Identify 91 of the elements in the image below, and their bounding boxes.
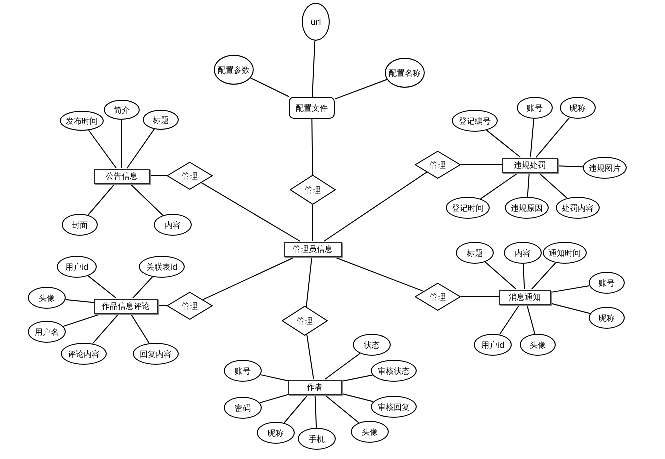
connector-line xyxy=(484,262,517,290)
connector-line xyxy=(88,130,118,169)
attribute-ellipse: 内容 xyxy=(504,242,542,264)
attribute-ellipse: 昵称 xyxy=(257,422,295,444)
connector-line xyxy=(324,394,360,424)
connector-line xyxy=(460,296,500,298)
attribute-ellipse: 封面 xyxy=(62,214,98,236)
connector-line xyxy=(523,264,526,290)
attribute-ellipse: 密码 xyxy=(224,397,262,419)
attribute-ellipse: 头像 xyxy=(520,334,556,356)
connector-line xyxy=(88,183,116,216)
attribute-ellipse: 昵称 xyxy=(560,97,596,119)
connector-line xyxy=(342,374,374,382)
attribute-ellipse: 发布时间 xyxy=(60,111,104,131)
attribute-ellipse: 用户名 xyxy=(28,321,66,343)
relationship-diamond: 管理 xyxy=(415,151,461,179)
connector-line xyxy=(306,334,314,380)
relationship-diamond: 管理 xyxy=(282,306,328,336)
connector-line xyxy=(538,172,568,199)
attribute-ellipse: 用户id xyxy=(57,256,97,278)
connector-line xyxy=(259,394,290,404)
entity-box: 违规处罚 xyxy=(502,158,558,172)
connector-line xyxy=(324,353,361,380)
entity-box: 消息通知 xyxy=(499,290,551,304)
entity-box: 作者 xyxy=(288,380,342,394)
connector-line xyxy=(526,304,536,335)
connector-line xyxy=(129,183,164,216)
attribute-ellipse: 简介 xyxy=(104,100,140,120)
attribute-ellipse: 状态 xyxy=(353,334,391,356)
attribute-ellipse: 通知时间 xyxy=(543,242,587,264)
connector-line xyxy=(486,130,522,158)
attribute-ellipse: 关联表id xyxy=(139,256,185,278)
connector-line xyxy=(132,276,154,299)
connector-line xyxy=(342,393,374,402)
attribute-ellipse: url xyxy=(302,3,330,41)
attribute-ellipse: 处罚内容 xyxy=(556,197,600,219)
connector-line xyxy=(530,118,535,158)
attribute-ellipse: 登记编号 xyxy=(452,110,498,132)
attribute-ellipse: 内容 xyxy=(154,214,192,236)
relationship-diamond: 管理 xyxy=(167,162,213,190)
entity-box: 管理员信息 xyxy=(284,242,342,256)
entity-box: 公告信息 xyxy=(94,168,150,184)
connector-line xyxy=(531,262,556,290)
connector-line xyxy=(92,313,120,344)
attribute-ellipse: 违规图片 xyxy=(583,157,627,179)
connector-line xyxy=(536,117,570,158)
connector-line xyxy=(65,299,94,304)
connector-line xyxy=(499,304,520,336)
connector-line xyxy=(260,374,288,382)
relationship-diamond: 管理 xyxy=(167,292,213,320)
attribute-ellipse: 标题 xyxy=(143,110,179,130)
connector-line xyxy=(130,313,150,344)
attribute-ellipse: 标题 xyxy=(456,242,494,264)
attribute-ellipse: 审核状态 xyxy=(371,360,417,382)
entity-box: 作品信息评论 xyxy=(94,298,158,314)
connector-line xyxy=(312,118,314,176)
connector-line xyxy=(558,166,584,168)
entity-box: 配置文件 xyxy=(289,97,335,119)
connector-line xyxy=(324,172,428,242)
attribute-ellipse: 用户id xyxy=(474,334,512,356)
attribute-ellipse: 违规原因 xyxy=(505,197,549,219)
connector-line xyxy=(480,172,520,200)
attribute-ellipse: 账号 xyxy=(589,272,625,294)
connector-line xyxy=(250,78,290,98)
connector-line xyxy=(312,40,316,98)
attribute-ellipse: 登记时间 xyxy=(446,197,490,219)
attribute-ellipse: 配置名称 xyxy=(385,58,425,88)
connector-line xyxy=(312,204,314,242)
connector-line xyxy=(527,172,530,198)
attribute-ellipse: 头像 xyxy=(351,421,389,443)
attribute-ellipse: 昵称 xyxy=(589,307,625,329)
connector-line xyxy=(550,285,590,294)
connector-line xyxy=(314,394,318,428)
connector-line xyxy=(284,394,310,424)
connector-line xyxy=(460,164,502,166)
attribute-ellipse: 回复内容 xyxy=(133,343,179,365)
connector-line xyxy=(201,182,301,242)
connector-line xyxy=(126,128,155,169)
attribute-ellipse: 手机 xyxy=(298,428,336,450)
relationship-diamond: 管理 xyxy=(415,283,461,311)
connector-line xyxy=(550,303,591,314)
attribute-ellipse: 配置参数 xyxy=(214,55,254,85)
attribute-ellipse: 账号 xyxy=(517,97,553,119)
connector-line xyxy=(88,276,118,299)
attribute-ellipse: 账号 xyxy=(224,360,262,382)
relationship-diamond: 管理 xyxy=(290,175,336,205)
attribute-ellipse: 评论内容 xyxy=(61,343,107,365)
connector-line xyxy=(334,79,388,100)
attribute-ellipse: 头像 xyxy=(28,287,66,309)
attribute-ellipse: 审核回复 xyxy=(371,396,417,418)
connector-line xyxy=(306,256,313,308)
